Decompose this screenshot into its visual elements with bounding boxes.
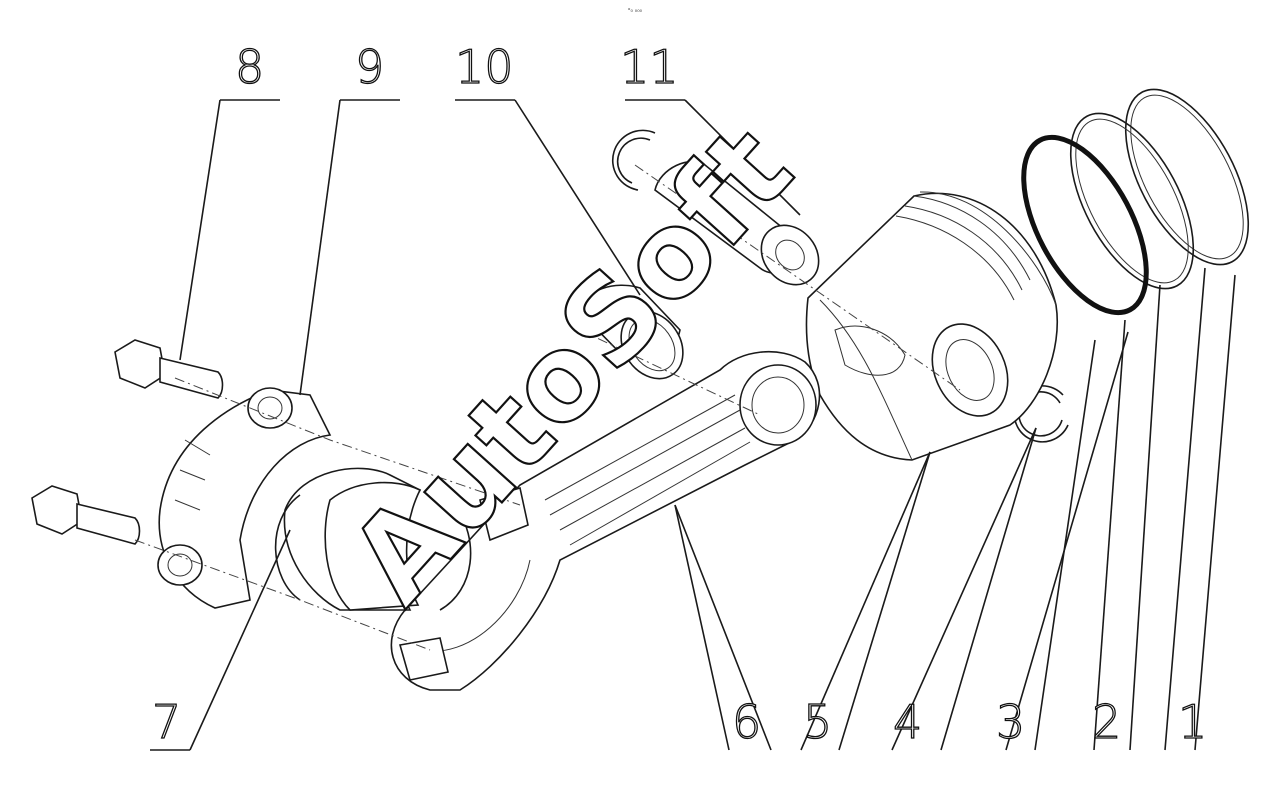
label-8: 8 bbox=[235, 40, 264, 94]
piston-ring-1 bbox=[1124, 88, 1250, 266]
bolt-8-upper bbox=[114, 339, 224, 399]
piston-pin-11 bbox=[654, 160, 820, 286]
label-9: 9 bbox=[355, 40, 384, 94]
connecting-rod-6 bbox=[390, 350, 821, 691]
label-6: 6 bbox=[732, 695, 761, 749]
snap-ring-left bbox=[611, 129, 656, 191]
label-5: 5 bbox=[803, 695, 832, 749]
rod-cap-9 bbox=[157, 387, 332, 609]
piston-ring-2 bbox=[1069, 112, 1195, 290]
leader-lines bbox=[150, 99, 1236, 751]
label-1: 1 bbox=[1178, 695, 1207, 749]
label-4: 4 bbox=[893, 695, 922, 749]
label-7: 7 bbox=[152, 695, 181, 749]
bolt-8-lower bbox=[31, 485, 141, 545]
corner-mark: ᵒ₀ ₀₀₀ bbox=[628, 7, 643, 14]
label-2: 2 bbox=[1092, 695, 1121, 749]
label-10: 10 bbox=[455, 40, 514, 94]
label-3: 3 bbox=[996, 695, 1025, 749]
bearing-shells-7 bbox=[274, 467, 472, 611]
piston-ring-3 bbox=[1021, 134, 1149, 316]
label-11: 11 bbox=[620, 40, 679, 94]
piston-5 bbox=[805, 191, 1058, 461]
bushing-10 bbox=[577, 284, 684, 380]
